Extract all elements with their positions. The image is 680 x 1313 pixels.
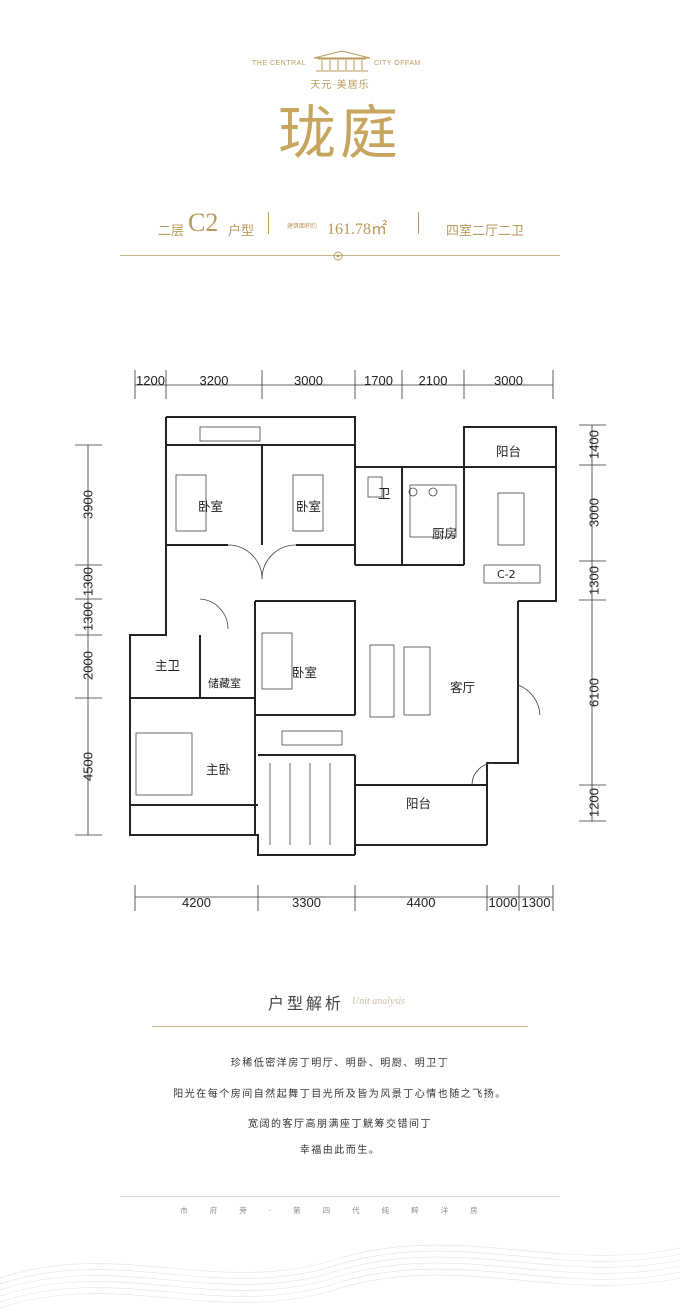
- divider: [268, 212, 269, 234]
- analysis-line-2: 阳光在每个房间自然起舞丁目光所及皆为风景丁心情也随之飞扬。: [173, 1089, 507, 1100]
- floor-label: 二层: [158, 224, 185, 239]
- floor-plan: 1200 3200 3000 1700 2100 3000 4200 3300 …: [0, 365, 680, 925]
- dim-top-5: 2100: [418, 373, 448, 388]
- analysis-line-3: 宽阔的客厅高朋满座丁觥筹交错间丁: [248, 1119, 432, 1130]
- room-balcony-top: 阳台: [496, 444, 522, 459]
- room-bath: 卫: [378, 486, 391, 501]
- analysis-title-en: Unit analysis: [352, 996, 406, 1007]
- dim-top-4: 1700: [364, 373, 393, 388]
- spec-row: 二层 C2 户型 建筑面积约 161.78㎡ 四室二厅二卫: [150, 208, 530, 246]
- room-balcony-bottom: 阳台: [406, 796, 432, 811]
- analysis-line-4: 幸福由此而生。: [299, 1145, 381, 1156]
- unit-tag: C-2: [497, 568, 516, 581]
- divider: [418, 212, 419, 234]
- pavilion-logo-icon: [313, 50, 371, 72]
- dim-right-1: 1400: [586, 430, 602, 459]
- dim-right-3: 1300: [586, 566, 602, 595]
- footer-tagline: 市府旁·第四代纯粹洋房: [180, 1206, 500, 1215]
- unit-type-suffix: 户型: [228, 224, 255, 239]
- dim-top-2: 3200: [199, 373, 229, 388]
- dim-left-1: 3900: [80, 490, 96, 519]
- dim-top-1: 1200: [136, 373, 165, 388]
- room-bedroom-1: 卧室: [198, 499, 224, 514]
- unit-type-code: C2: [188, 208, 219, 237]
- room-storage: 储藏室: [208, 677, 241, 690]
- room-bedroom-2: 卧室: [296, 499, 322, 514]
- wave-decoration: [0, 1244, 680, 1309]
- area-label: 建筑面积约: [287, 223, 318, 230]
- dim-left-4: 2000: [80, 651, 96, 680]
- area-value: 161.78㎡: [327, 221, 388, 238]
- analysis-rule: [152, 1026, 528, 1027]
- dim-left-3: 1300: [80, 602, 96, 631]
- dim-left-5: 4500: [80, 752, 96, 781]
- room-kitchen: 厨房: [432, 526, 458, 541]
- dim-bottom-4: 1000: [488, 895, 518, 910]
- brand-header: THE CENTRAL CITY OFFAM: [0, 48, 680, 78]
- floor-plan-drawing: [75, 370, 606, 911]
- dim-right-4: 6100: [586, 678, 602, 707]
- dim-bottom-2: 3300: [292, 895, 321, 910]
- footer-rule: [120, 1196, 560, 1197]
- room-living: 客厅: [450, 680, 476, 695]
- room-master-bed: 主卧: [206, 762, 232, 777]
- dim-right-5: 1200: [586, 788, 602, 817]
- header-rule: [120, 255, 560, 256]
- dim-top-6: 3000: [494, 373, 523, 388]
- analysis-title: 户型解析: [268, 994, 345, 1013]
- dim-top-3: 3000: [294, 373, 323, 388]
- brand-en-right: CITY OFFAM: [374, 60, 421, 67]
- dim-bottom-1: 4200: [182, 895, 211, 910]
- layout-label: 四室二厅二卫: [446, 224, 525, 239]
- project-title: 珑庭: [277, 99, 402, 167]
- room-bedroom-3: 卧室: [292, 665, 318, 680]
- dim-bottom-3: 4400: [406, 895, 436, 910]
- ornament-icon: [333, 251, 343, 261]
- brand-en-left: THE CENTRAL: [252, 60, 307, 67]
- analysis-line-1: 珍稀低密洋房丁明厅、明卧、明厨、明卫丁: [230, 1058, 450, 1069]
- brand-cn: 天元·美居乐: [310, 80, 370, 91]
- room-master-bath: 主卫: [155, 658, 181, 673]
- dim-right-2: 3000: [586, 498, 602, 527]
- dim-bottom-5: 1300: [521, 895, 551, 910]
